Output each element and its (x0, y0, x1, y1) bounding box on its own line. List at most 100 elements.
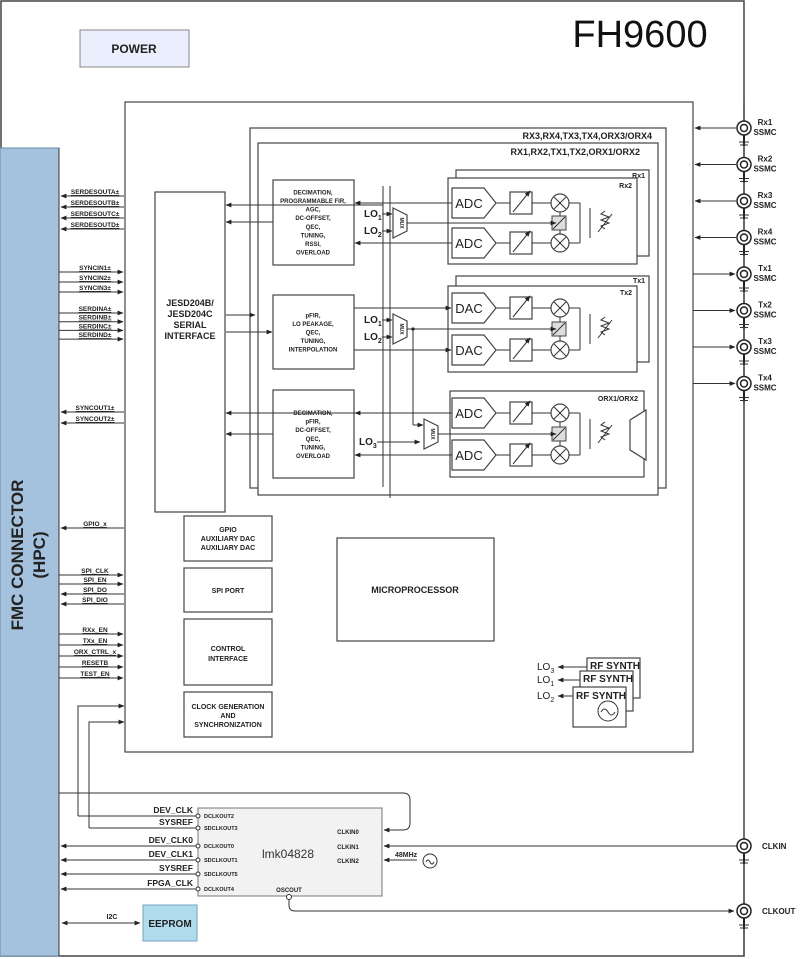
svg-text:SSMC: SSMC (753, 384, 776, 393)
svg-text:AUXILIARY DAC: AUXILIARY DAC (201, 545, 255, 552)
phase-shifter (551, 215, 567, 231)
channel-group-outer-label: RX3,RX4,TX3,TX4,ORX3/ORX4 (522, 131, 652, 141)
svg-text:LO3: LO3 (359, 437, 377, 450)
svg-text:ADC: ADC (455, 236, 482, 251)
svg-text:SERDESOUTA±: SERDESOUTA± (71, 189, 120, 196)
clock-connector-clkout[interactable]: CLKOUT (736, 903, 795, 929)
svg-text:Rx2: Rx2 (758, 155, 773, 164)
svg-text:TEST_EN: TEST_EN (80, 671, 110, 678)
svg-text:RF SYNTH: RF SYNTH (576, 691, 626, 702)
rx2-label: Rx2 (619, 183, 632, 190)
svg-text:AUXILIARY DAC: AUXILIARY DAC (201, 536, 255, 543)
svg-text:SDCLKOUT3: SDCLKOUT3 (204, 826, 238, 832)
svg-text:MUX: MUX (429, 428, 435, 440)
svg-text:RF SYNTH: RF SYNTH (590, 661, 640, 672)
orx-label: ORX1/ORX2 (598, 396, 638, 403)
svg-text:SERDIND±: SERDIND± (79, 332, 112, 339)
svg-text:SYNCOUT1±: SYNCOUT1± (76, 405, 115, 412)
svg-text:CLKIN1: CLKIN1 (337, 845, 359, 851)
jesd-line: JESD204B/ (166, 298, 214, 308)
svg-text:Rx1: Rx1 (758, 118, 773, 127)
svg-text:ADC: ADC (455, 196, 482, 211)
svg-text:MICROPROCESSOR: MICROPROCESSOR (371, 585, 459, 595)
dsp-line: TUNING, (301, 233, 326, 239)
svg-text:SSMC: SSMC (753, 274, 776, 283)
rx1-label: Rx1 (632, 173, 645, 180)
svg-text:RESETB: RESETB (82, 660, 109, 667)
channel-group-inner-label: RX1,RX2,TX1,TX2,ORX1/ORX2 (510, 147, 640, 157)
svg-text:CONTROL: CONTROL (211, 646, 246, 653)
dsp-line: QEC, (306, 437, 321, 443)
oscillator-icon (422, 853, 438, 869)
fmc-signal: SERDINB± (59, 315, 124, 325)
dsp-line: pFIR, (306, 420, 321, 426)
fmc-signal: TEST_EN (59, 671, 124, 681)
svg-text:SSMC: SSMC (753, 238, 776, 247)
svg-text:CLOCK GENERATION: CLOCK GENERATION (192, 704, 265, 711)
fmc-signal: SYNCOUT1± (60, 405, 124, 415)
svg-text:lmk04828: lmk04828 (262, 847, 314, 861)
svg-text:SYNCIN2±: SYNCIN2± (79, 275, 111, 282)
mux-tx (392, 313, 408, 345)
fmc-signal: SYNCIN3± (59, 285, 124, 295)
svg-text:SPI_DO: SPI_DO (83, 587, 107, 594)
adc-chain: ADC (354, 397, 580, 429)
rf-synth-stack: RF SYNTH RF SYNTH RF SYNTH (572, 657, 641, 728)
svg-text:Rx3: Rx3 (758, 191, 773, 200)
fmc-signal: SERDINC± (59, 323, 124, 333)
rx-dsp-block: DECIMATION,PROGRAMMABLE FIR,AGC,DC-OFFSE… (272, 179, 355, 266)
svg-text:LO2: LO2 (364, 332, 382, 345)
svg-text:SPI_DIO: SPI_DIO (82, 597, 108, 604)
fmc-signal: SYNCIN2± (59, 275, 124, 285)
power-label: POWER (111, 42, 157, 56)
dsp-line: OVERLOAD (296, 454, 331, 460)
svg-text:MUX: MUX (398, 217, 404, 229)
fmc-signal: RESETB (59, 660, 124, 670)
fmc-signal: SERDESOUTD± (60, 222, 124, 232)
spi-port-block: SPI PORT (183, 567, 273, 613)
clock-connector-clkin[interactable]: CLKIN (736, 838, 787, 864)
svg-text:SERDESOUTC±: SERDESOUTC± (71, 211, 120, 218)
svg-text:LO1: LO1 (537, 675, 554, 688)
svg-text:MUX: MUX (398, 323, 404, 335)
lo-rx-labels: LO1 LO2 LO1 LO2 LO3 (359, 209, 382, 450)
svg-text:Tx2: Tx2 (758, 301, 772, 310)
svg-text:SPI_CLK: SPI_CLK (81, 568, 109, 575)
dsp-line: DC-OFFSET, (295, 428, 331, 434)
dsp-line: AGC, (306, 208, 321, 214)
svg-text:CLKIN2: CLKIN2 (337, 859, 359, 865)
power-block: POWER (79, 29, 190, 68)
fmc-signal: RXx_EN (59, 627, 124, 637)
svg-text:SERDINA±: SERDINA± (79, 306, 112, 313)
dsp-line: QEC, (306, 225, 321, 231)
svg-text:DAC: DAC (455, 301, 482, 316)
svg-text:DCLKOUT4: DCLKOUT4 (204, 887, 235, 893)
svg-text:LO2: LO2 (364, 226, 382, 239)
control-interface-block: CONTROL INTERFACE (183, 618, 273, 686)
svg-text:LO1: LO1 (364, 209, 382, 222)
fmc-connector: FMC CONNECTOR (HPC) (0, 147, 60, 957)
adc-chain: ADC (354, 439, 580, 471)
dsp-line: QEC, (306, 331, 321, 337)
jesd-line: JESD204C (167, 309, 213, 319)
svg-text:CLKIN: CLKIN (762, 842, 787, 851)
svg-text:DEV_CLK: DEV_CLK (153, 805, 194, 815)
microprocessor-block: MICROPROCESSOR (336, 537, 495, 642)
svg-text:RXx_EN: RXx_EN (82, 627, 108, 634)
svg-text:SERDESOUTD±: SERDESOUTD± (71, 222, 120, 229)
fmc-signal: SERDINA± (59, 306, 124, 316)
eeprom-block: EEPROM (142, 904, 198, 942)
